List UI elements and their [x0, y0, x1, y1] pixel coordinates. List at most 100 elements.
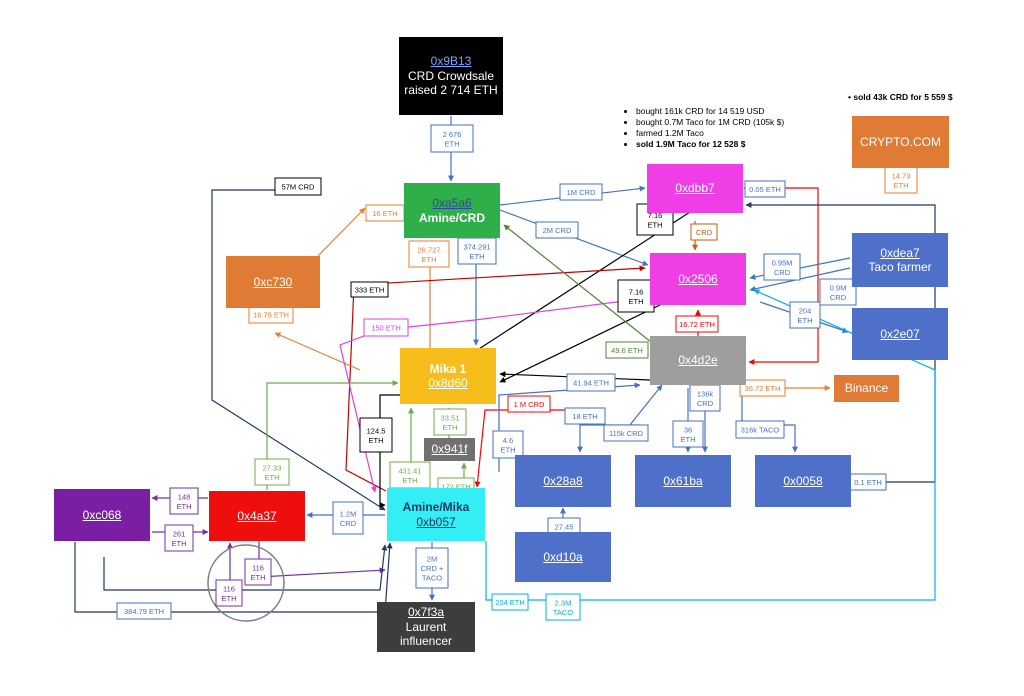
- node-4d2e[interactable]: 0x4d2e: [650, 336, 746, 385]
- flow-label-text: 2.3M: [555, 598, 572, 607]
- flow-label-text: 172 ETH: [441, 483, 471, 492]
- node-label: Amine/Mika: [402, 500, 470, 515]
- flow-label-box: [350, 281, 389, 298]
- node-address[interactable]: 0xc068: [82, 507, 122, 522]
- node-address[interactable]: 0xb057: [416, 514, 456, 529]
- flow-label-box: [603, 424, 649, 442]
- flow-label-box: [363, 318, 409, 337]
- flow-label-text: ETH: [681, 435, 696, 444]
- node-28a8[interactable]: 0x28a8: [515, 455, 611, 507]
- flow-label-text: TACO: [553, 608, 573, 617]
- flow-label-box: [116, 602, 172, 620]
- note-item: sold 1.9M Taco for 12 528 $: [636, 139, 784, 149]
- node-address[interactable]: 0x2506: [678, 271, 718, 286]
- flow-label: 18 ETH: [564, 407, 606, 425]
- node-line-2: influencer: [399, 634, 453, 649]
- flow-label-box: [169, 487, 199, 515]
- flow-arrow: [499, 304, 661, 383]
- node-crypto-com[interactable]: CRYPTO.COM: [852, 116, 949, 168]
- flow-label-text: 36.72 ETH: [745, 384, 781, 393]
- node-b057[interactable]: Amine/Mika 0xb057: [387, 488, 485, 541]
- flow-arrow: [503, 224, 652, 343]
- node-address[interactable]: 0x941f: [431, 442, 468, 457]
- flow-label-box: [215, 579, 243, 607]
- node-941f[interactable]: 0x941f: [424, 438, 475, 461]
- flow-label-text: 431.41: [399, 466, 422, 475]
- node-address[interactable]: 0x61ba: [663, 473, 703, 488]
- node-address[interactable]: 0x4a37: [237, 508, 277, 523]
- node-address[interactable]: 0x4d2e: [678, 353, 718, 368]
- node-d10a[interactable]: 0xd10a: [515, 532, 611, 582]
- flow-label-text: 57M CRD: [282, 183, 316, 192]
- flow-label-box: [884, 166, 918, 194]
- flow-label-text: TACO: [422, 574, 442, 583]
- node-2e07[interactable]: 0x2e07: [852, 308, 948, 360]
- flow-label-text: CRD: [696, 228, 713, 237]
- flow-label-text: 0.95M: [772, 258, 793, 267]
- flow-arrows: [74, 116, 936, 613]
- node-address[interactable]: 0xdbb7: [675, 181, 715, 196]
- flow-label: 1M CRD: [559, 183, 603, 201]
- flow-label-box: [566, 373, 616, 392]
- node-9b13[interactable]: 0x9B13 CRD Crowdsale raised 2 714 ETH: [399, 37, 503, 115]
- node-address[interactable]: 0xa5a6: [432, 196, 472, 211]
- node-address[interactable]: 0xd10a: [543, 549, 583, 564]
- node-label: Amine/CRD: [418, 210, 485, 225]
- flow-label-box: [408, 240, 450, 268]
- node-a5a6[interactable]: 0xa5a6 Amine/CRD: [404, 183, 500, 238]
- node-address[interactable]: 0xdea7: [880, 245, 920, 260]
- flow-label-text: 18 ETH: [572, 412, 597, 421]
- node-dbb7[interactable]: 0xdbb7: [647, 164, 743, 213]
- node-address[interactable]: 0x0058: [783, 473, 823, 488]
- node-dea7[interactable]: 0xdea7 Taco farmer: [852, 233, 948, 287]
- flow-label-text: 116: [252, 563, 264, 572]
- flow-label-box: [254, 458, 290, 486]
- node-address[interactable]: 0x28a8: [543, 473, 583, 488]
- node-4a37[interactable]: 0x4a37: [209, 491, 305, 541]
- flow-label: 49.6 ETH: [605, 341, 649, 359]
- flow-label-box: [244, 558, 272, 586]
- flow-label: 36.72 ETH: [739, 379, 786, 397]
- node-address[interactable]: 0x8d60: [428, 376, 468, 390]
- node-c730[interactable]: 0xc730: [226, 256, 320, 308]
- flow-label-box: [457, 237, 497, 265]
- flow-label-text: ETH: [369, 436, 384, 445]
- node-label: Mika 1: [429, 361, 467, 376]
- node-7f3a[interactable]: 0x7f3a Laurent influencer: [377, 602, 475, 652]
- flow-label-text: ETH: [222, 594, 237, 603]
- flow-label-text: 1M CRD: [567, 188, 596, 197]
- flow-label: 2M CRD: [535, 221, 579, 239]
- flow-label-box: [274, 177, 322, 196]
- flow-label-text: CRD: [340, 519, 357, 528]
- flow-label-text: 150 ETH: [371, 324, 401, 333]
- flow-label: 16.75 ETH: [248, 305, 294, 324]
- node-address[interactable]: 0x9B13: [430, 54, 472, 69]
- flow-label-text: 2M CRD: [543, 226, 572, 235]
- node-mika-8d60[interactable]: Mika 1 0x8d60: [400, 348, 496, 404]
- flow-label-text: ETH: [629, 297, 644, 306]
- flow-label-box: [164, 524, 194, 552]
- flow-label-box: [545, 593, 581, 621]
- node-address[interactable]: 0x7f3a: [407, 605, 445, 620]
- node-address[interactable]: 0x2e07: [880, 326, 920, 341]
- node-2506[interactable]: 0x2506: [650, 253, 746, 305]
- node-61ba[interactable]: 0x61ba: [635, 455, 731, 507]
- note-item: bought 161k CRD for 14 519 USD: [636, 106, 784, 116]
- node-address[interactable]: 0xc730: [253, 274, 293, 289]
- flow-label-text: 148: [178, 492, 191, 501]
- flow-label-text: 41.94 ETH: [573, 379, 609, 388]
- node-0058[interactable]: 0x0058: [755, 455, 851, 507]
- flow-label-box: [690, 223, 718, 241]
- node-c068[interactable]: 0xc068: [54, 489, 150, 541]
- node-binance[interactable]: Binance: [834, 375, 899, 402]
